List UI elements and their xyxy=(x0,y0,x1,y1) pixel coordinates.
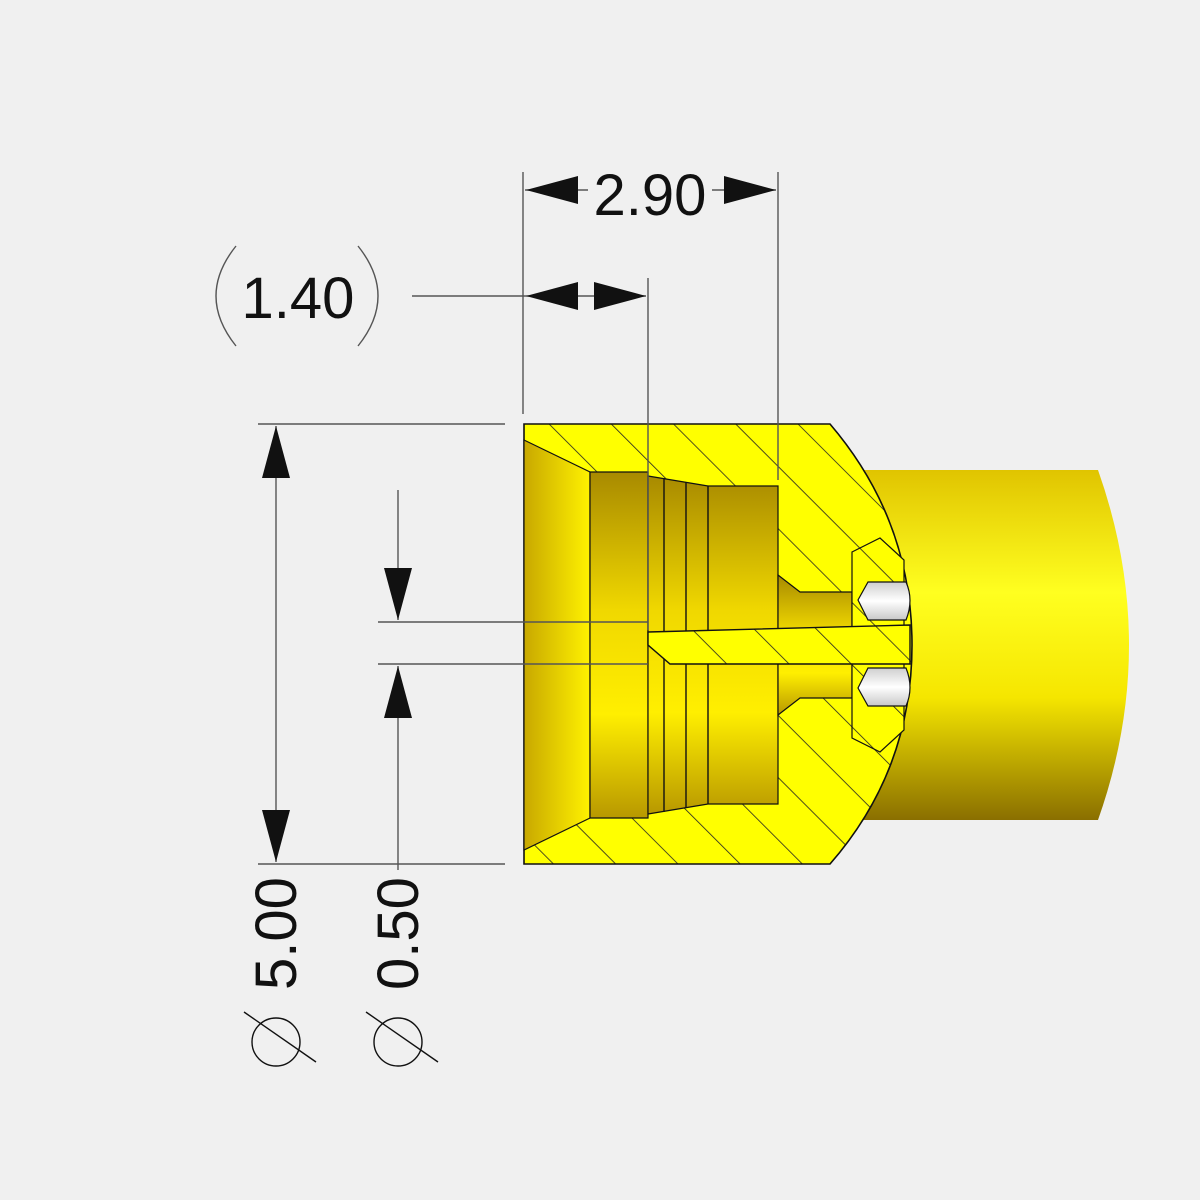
inner-cavity xyxy=(523,439,911,851)
arrow-up-icon xyxy=(262,426,290,478)
arrow-left-icon xyxy=(526,282,578,310)
dim-total-length-text: 2.90 xyxy=(594,163,707,228)
dim-outer-diameter-text: 5.00 xyxy=(244,877,309,990)
diameter-symbol-icon xyxy=(365,1011,439,1067)
paren-left-icon xyxy=(215,245,237,347)
paren-right-icon xyxy=(357,245,379,347)
dim-hole-diameter-text: 0.50 xyxy=(366,877,431,990)
extension-lines xyxy=(258,172,779,865)
arrow-down-icon xyxy=(384,568,412,620)
dim-total-length: 2.90 xyxy=(525,160,776,228)
arrow-left-icon xyxy=(526,176,578,204)
arrow-up-icon xyxy=(384,666,412,718)
arrow-right-icon xyxy=(594,282,646,310)
rear-cylinder xyxy=(850,470,1129,820)
arrow-down-icon xyxy=(262,810,290,862)
dim-hole-diameter: 0.50 xyxy=(365,490,439,1067)
dim-ref-length: 1.40 xyxy=(215,245,646,347)
diameter-symbol-icon xyxy=(243,1011,317,1067)
arrow-right-icon xyxy=(724,176,776,204)
dim-ref-length-text: 1.40 xyxy=(242,266,355,331)
dim-outer-diameter: 5.00 xyxy=(243,426,317,1067)
